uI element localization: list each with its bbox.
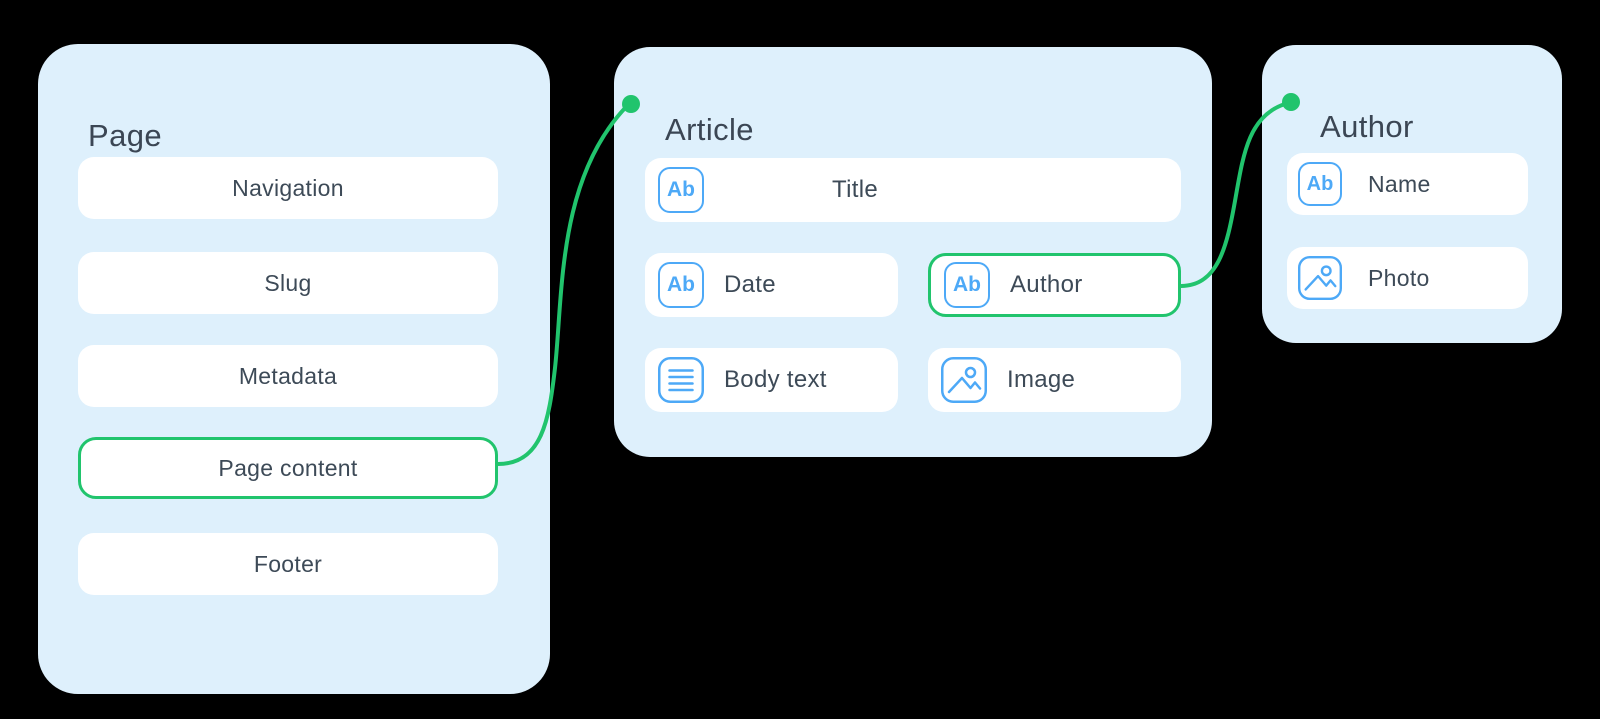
field-footer[interactable]: Footer xyxy=(78,533,498,595)
text-field-icon: Ab xyxy=(944,262,990,308)
field-photo-label: Photo xyxy=(1368,264,1430,291)
article-entity-card: Article Ab Title Ab Date Ab Author xyxy=(614,47,1212,457)
page-entity-title: Page xyxy=(88,117,162,153)
field-body-text[interactable]: Body text xyxy=(645,348,898,412)
field-page-content[interactable]: Page content xyxy=(78,437,498,499)
text-field-icon: Ab xyxy=(658,262,704,308)
text-field-glyph: Ab xyxy=(667,273,695,296)
field-slug-label: Slug xyxy=(264,269,312,296)
field-navigation-label: Navigation xyxy=(232,174,344,201)
field-name[interactable]: Ab Name xyxy=(1287,153,1528,215)
author-entity-title: Author xyxy=(1320,108,1414,144)
field-title[interactable]: Ab Title xyxy=(645,158,1181,222)
field-page-content-label: Page content xyxy=(218,454,358,481)
author-entity-card: Author Ab Name Photo xyxy=(1262,45,1562,343)
field-image-label: Image xyxy=(1007,366,1076,393)
text-field-glyph: Ab xyxy=(1306,172,1334,195)
field-navigation[interactable]: Navigation xyxy=(78,157,498,219)
field-body-text-label: Body text xyxy=(724,366,827,393)
field-author-label: Author xyxy=(1010,271,1083,298)
field-image[interactable]: Image xyxy=(928,348,1181,412)
image-icon xyxy=(941,357,987,403)
text-field-icon: Ab xyxy=(1298,162,1342,206)
text-field-icon: Ab xyxy=(658,167,704,213)
field-author[interactable]: Ab Author xyxy=(928,253,1181,317)
field-footer-label: Footer xyxy=(253,550,323,577)
text-field-glyph: Ab xyxy=(667,178,695,201)
field-date-label: Date xyxy=(724,271,776,298)
text-field-glyph: Ab xyxy=(953,273,981,296)
field-photo[interactable]: Photo xyxy=(1287,247,1528,309)
body-text-icon xyxy=(658,357,704,403)
field-metadata-label: Metadata xyxy=(238,362,338,389)
field-date[interactable]: Ab Date xyxy=(645,253,898,317)
field-slug[interactable]: Slug xyxy=(78,252,498,314)
field-title-label: Title xyxy=(832,176,878,203)
article-entity-title: Article xyxy=(665,111,754,147)
field-name-label: Name xyxy=(1368,170,1431,197)
field-metadata[interactable]: Metadata xyxy=(78,345,498,407)
photo-icon xyxy=(1298,256,1342,300)
page-entity-card: Page Navigation Slug Metadata Page conte… xyxy=(38,44,550,694)
